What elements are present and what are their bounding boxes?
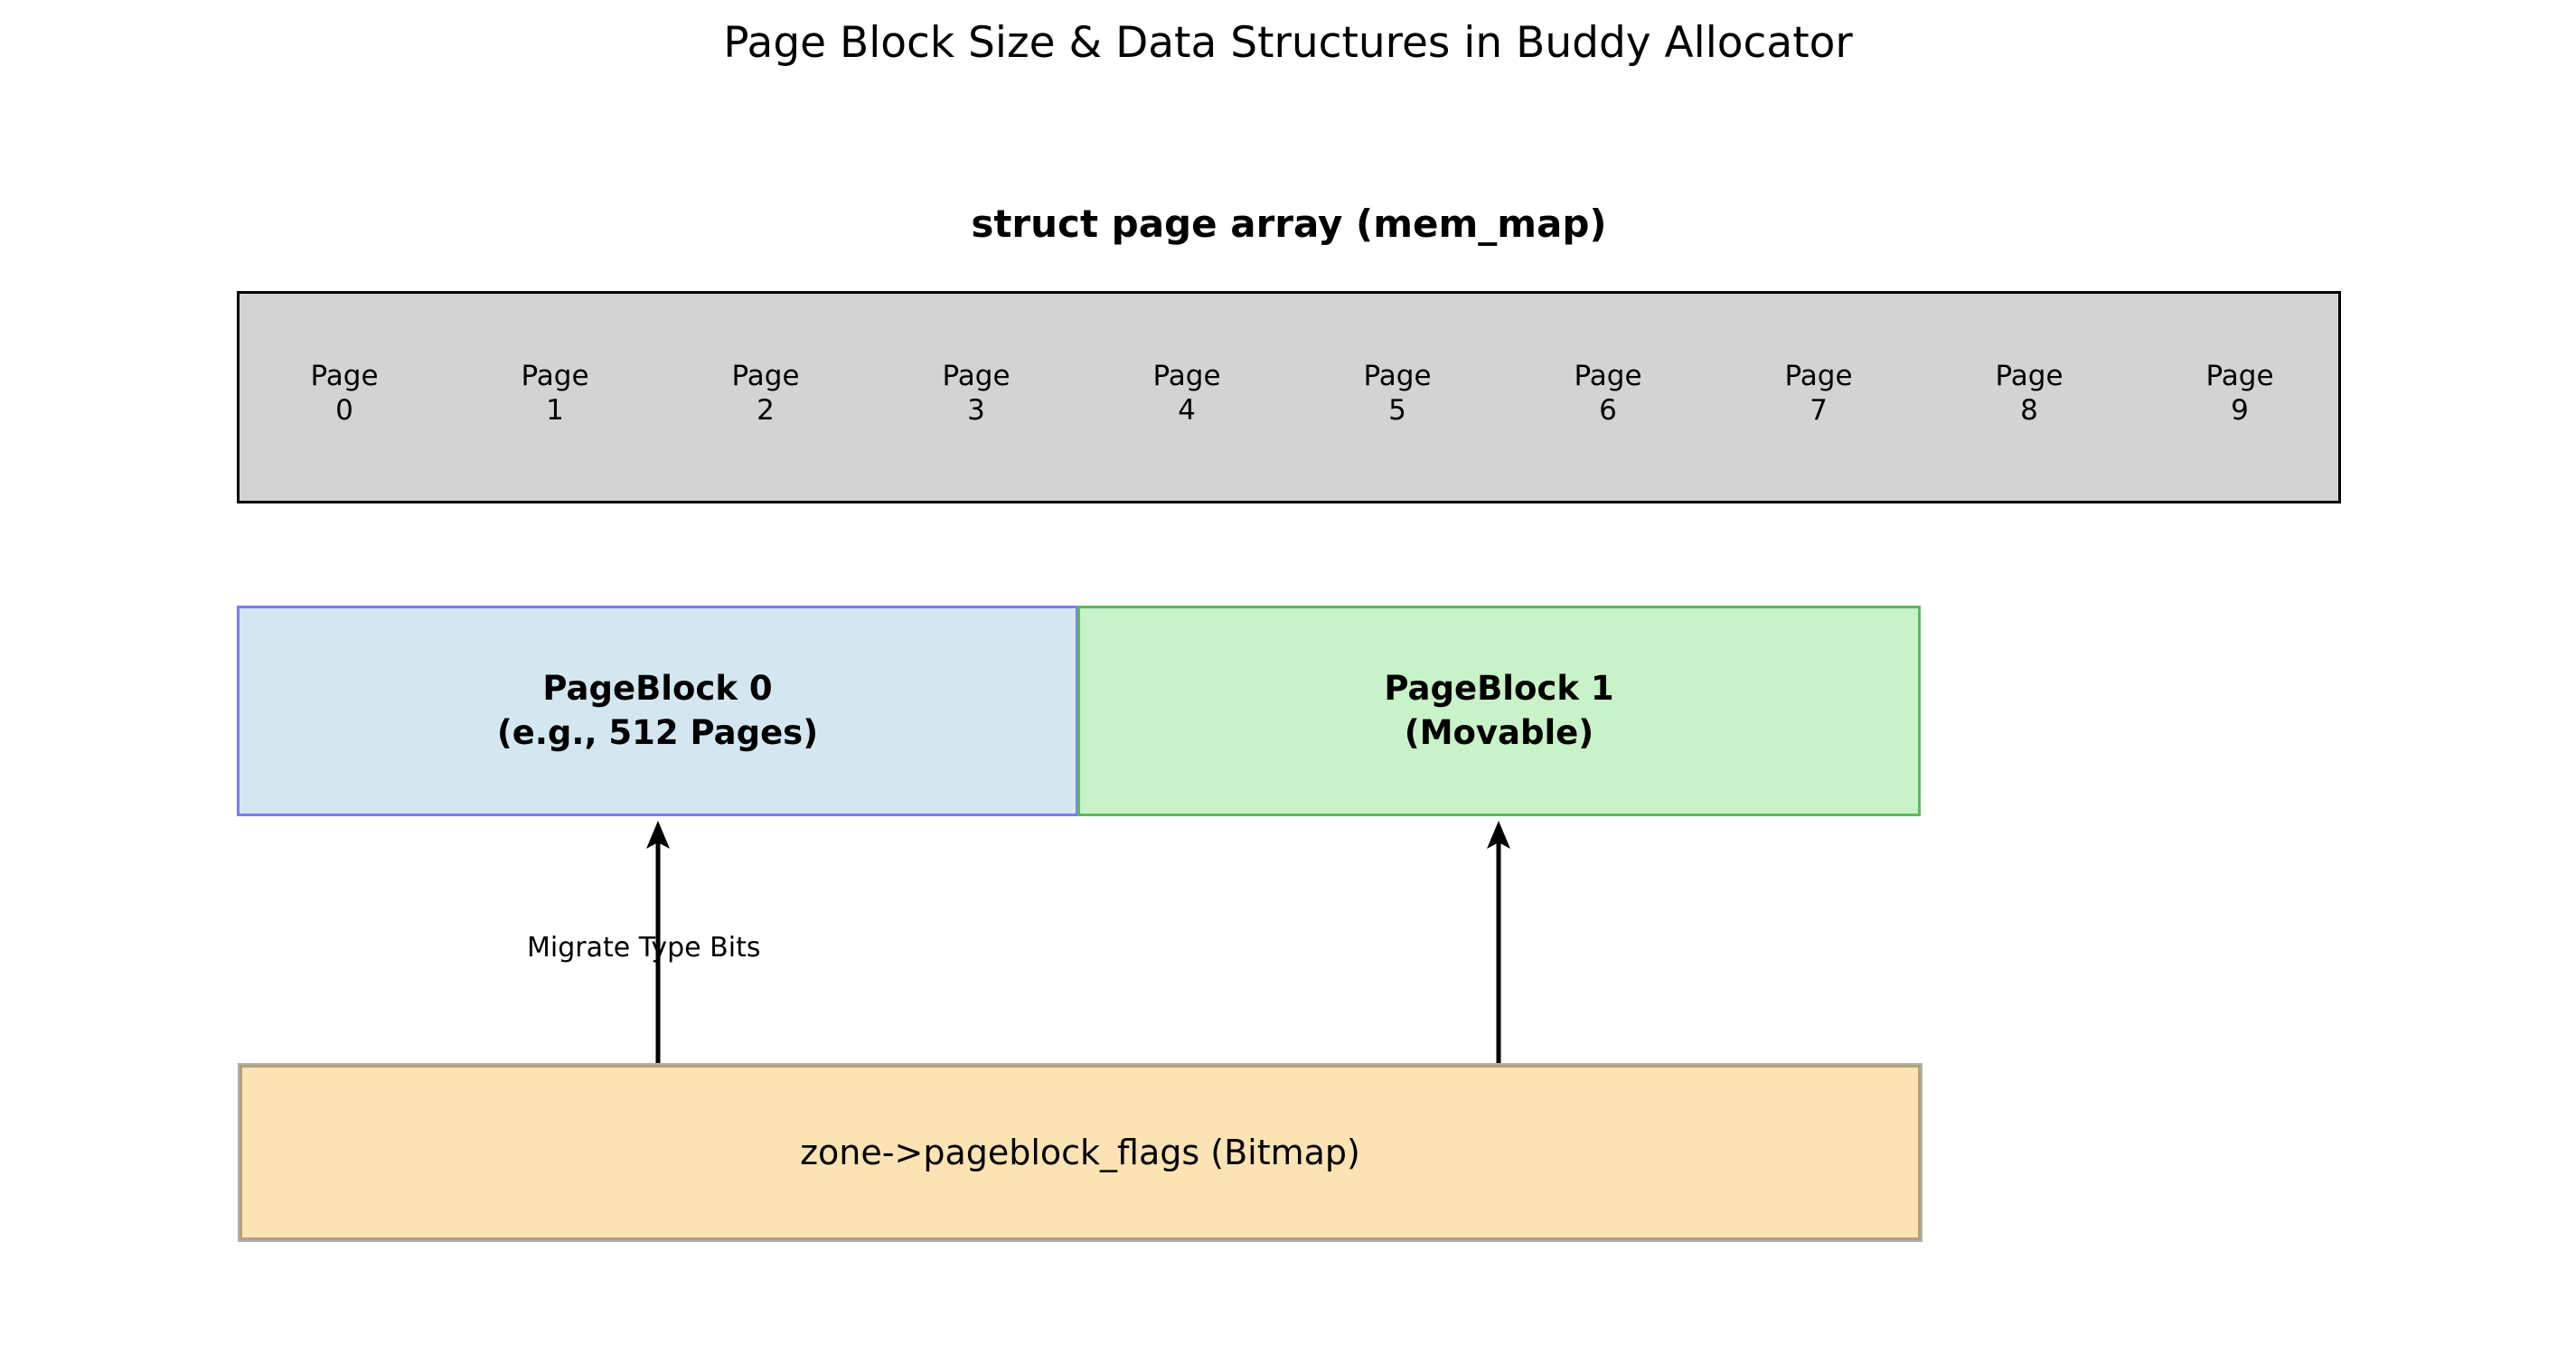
page-cell-5: Page 5 — [1325, 359, 1470, 428]
page-cell-index: 6 — [1599, 394, 1617, 428]
page-cell-label: Page — [310, 360, 379, 392]
page-cell-index: 2 — [757, 394, 775, 428]
page-cell-label: Page — [1152, 360, 1221, 392]
page-cell-label: Page — [1574, 360, 1642, 392]
page-cell-6: Page 6 — [1536, 359, 1680, 428]
page-cell-7: Page 7 — [1746, 359, 1891, 428]
pageblock-flags-bitmap-label: zone->pageblock_flags (Bitmap) — [800, 1133, 1360, 1172]
page-cell-index: 1 — [546, 394, 564, 428]
pageblock-1-box: PageBlock 1 (Movable) — [1077, 606, 1921, 816]
page-title: Page Block Size & Data Structures in Bud… — [723, 18, 1853, 68]
page-cell-index: 5 — [1388, 394, 1406, 428]
arrow-up-icon — [1487, 821, 1510, 1067]
page-cell-label: Page — [731, 360, 800, 392]
page-cell-index: 9 — [2231, 394, 2249, 428]
page-cell-3: Page 3 — [904, 359, 1048, 428]
pageblock-flags-bitmap-box: zone->pageblock_flags (Bitmap) — [240, 1065, 1921, 1240]
page-cell-label: Page — [521, 360, 589, 392]
page-cell-0: Page 0 — [272, 359, 417, 428]
page-cell-2: Page 2 — [693, 359, 838, 428]
pageblock-0-label: PageBlock 0 (e.g., 512 Pages) — [497, 667, 818, 756]
pageblock-0-line2: (e.g., 512 Pages) — [496, 712, 819, 752]
page-cell-1: Page 1 — [483, 359, 627, 428]
pageblock-0-box: PageBlock 0 (e.g., 512 Pages) — [237, 606, 1078, 816]
page-cell-index: 0 — [335, 394, 353, 428]
page-cell-label: Page — [942, 360, 1011, 392]
page-cell-label: Page — [2205, 360, 2274, 392]
pageblock-0-line1: PageBlock 0 — [542, 668, 773, 708]
page-cell-4: Page 4 — [1114, 359, 1259, 428]
page-cell-index: 3 — [967, 394, 985, 428]
page-cell-label: Page — [1784, 360, 1853, 392]
page-cell-index: 4 — [1178, 394, 1196, 428]
struct-page-array-box: Page 0 Page 1 Page 2 Page 3 Page 4 Page … — [237, 291, 2341, 503]
pageblock-1-label: PageBlock 1 (Movable) — [1384, 667, 1613, 756]
page-cell-8: Page 8 — [1957, 359, 2101, 428]
migrate-type-arrow-right — [1481, 821, 1517, 1067]
page-cell-index: 7 — [1810, 394, 1828, 428]
page-cell-index: 8 — [2020, 394, 2038, 428]
page-cell-label: Page — [1995, 360, 2064, 392]
page-cell-label: Page — [1363, 360, 1432, 392]
pageblock-1-line1: PageBlock 1 — [1384, 668, 1614, 708]
pageblock-1-line2: (Movable) — [1404, 712, 1594, 752]
page-array-heading: struct page array (mem_map) — [971, 202, 1607, 246]
migrate-type-bits-label: Migrate Type Bits — [527, 932, 761, 964]
page-cell-9: Page 9 — [2167, 359, 2312, 428]
